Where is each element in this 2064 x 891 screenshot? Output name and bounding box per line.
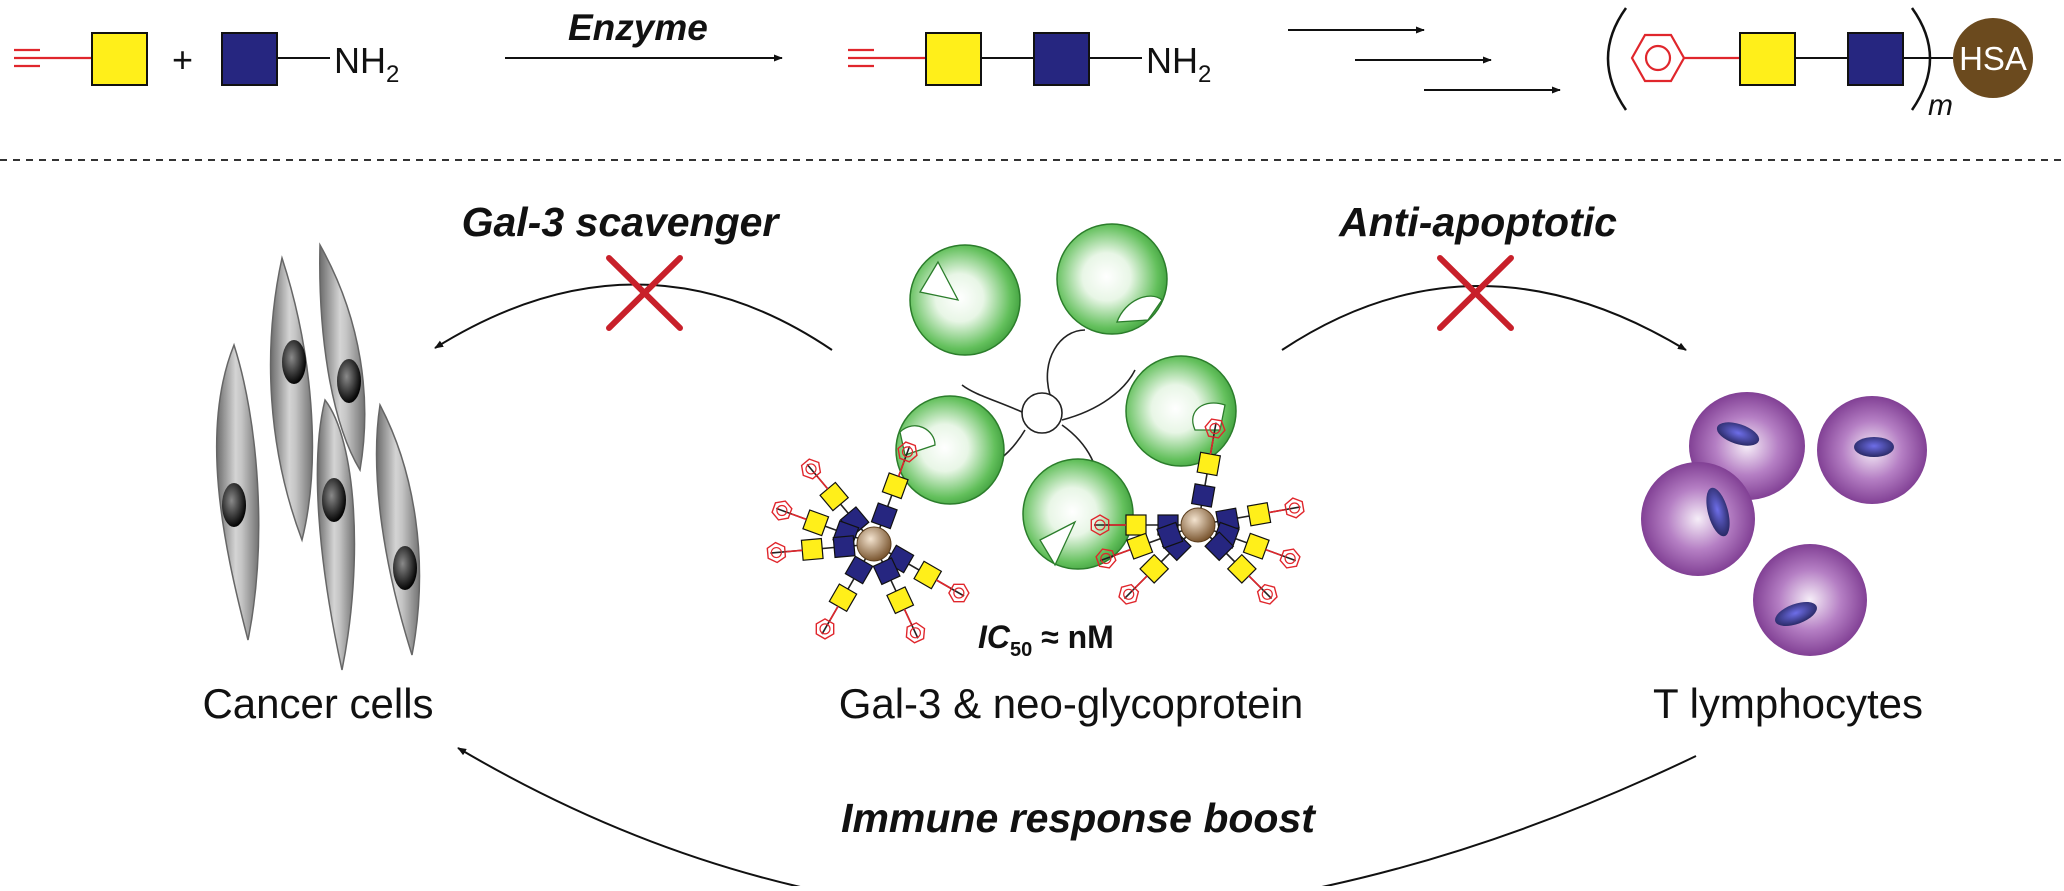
alkyne-icon xyxy=(848,48,926,68)
glcnac-square-icon xyxy=(832,535,856,559)
galactose-square-icon xyxy=(828,583,858,613)
scavenger-label: Gal-3 scavenger xyxy=(462,199,781,245)
t-lymphocytes-illustration xyxy=(1641,392,1927,656)
galactose-square-icon xyxy=(1242,532,1270,560)
galectin-domain xyxy=(909,244,1021,356)
enzyme-label: Enzyme xyxy=(568,7,708,48)
glcnac-square-icon xyxy=(872,557,901,586)
phenyl-icon xyxy=(1118,583,1140,605)
galactose-square-icon xyxy=(1226,553,1257,584)
galactose-square-icon xyxy=(819,481,850,512)
neo-glycoprotein-left xyxy=(766,441,970,644)
phenyl-icon xyxy=(800,458,822,480)
phenyl-icon xyxy=(1090,514,1110,536)
hsa-bead-icon xyxy=(1180,507,1216,543)
galectin-domain xyxy=(1056,223,1168,335)
center-label: Gal-3 & neo-glycoprotein xyxy=(839,680,1304,727)
block-cross-icon xyxy=(606,255,683,331)
glcnac-square-icon xyxy=(1847,32,1904,86)
phenyl-icon xyxy=(1630,33,1686,83)
galectin-domain xyxy=(1022,458,1134,570)
glcnac-square-icon xyxy=(1156,521,1184,549)
alkyne-icon xyxy=(14,48,92,68)
phenyl-icon xyxy=(1279,548,1301,569)
glcnac-square-icon xyxy=(221,32,278,86)
phenyl-icon xyxy=(815,618,835,640)
galectin-domain xyxy=(1125,355,1237,467)
right-parenthesis xyxy=(1910,7,1932,111)
immune-boost-arrow xyxy=(457,747,1697,891)
galactose-square-icon xyxy=(1739,32,1796,86)
anti-apoptotic-label: Anti-apoptotic xyxy=(1338,199,1617,245)
phenyl-icon xyxy=(1256,583,1278,605)
scavenger-arrow xyxy=(434,283,833,351)
phenyl-icon xyxy=(948,583,970,603)
cancer-cells-label: Cancer cells xyxy=(202,680,433,727)
phenyl-icon xyxy=(1284,497,1305,519)
glcnac-square-icon xyxy=(1204,531,1235,562)
plus-sign: + xyxy=(172,39,193,80)
galactose-square-icon xyxy=(800,537,824,561)
glcnac-square-icon xyxy=(1190,483,1216,508)
phenyl-icon xyxy=(1095,548,1117,569)
galactose-square-icon xyxy=(1246,501,1272,527)
anti-apoptotic-arrow xyxy=(1281,285,1687,351)
phenyl-icon xyxy=(766,541,787,564)
synthesis-scheme: + NH2 Enzyme NH2 m xyxy=(14,7,2033,122)
phenyl-icon xyxy=(1204,418,1226,439)
galactose-square-icon xyxy=(925,32,982,86)
cancer-cells-illustration xyxy=(215,242,421,671)
neo-glycoprotein-right xyxy=(1090,418,1305,605)
galactose-square-icon xyxy=(913,560,943,590)
galactose-square-icon xyxy=(1126,532,1154,560)
immune-boost-label: Immune response boost xyxy=(841,795,1317,841)
galactose-square-icon xyxy=(91,32,148,86)
repeat-count-label: m xyxy=(1928,89,1953,122)
amine-label: NH2 xyxy=(334,40,399,88)
galactose-square-icon xyxy=(886,586,915,615)
galactose-square-icon xyxy=(1139,553,1170,584)
phenyl-icon xyxy=(771,500,793,521)
block-cross-icon xyxy=(1437,255,1514,331)
phenyl-icon xyxy=(905,622,926,644)
glcnac-square-icon xyxy=(870,502,898,530)
ic50-label: IC50 ≈ nM xyxy=(978,619,1114,661)
galectin-3-pentamer xyxy=(895,223,1237,570)
left-parenthesis xyxy=(1606,7,1628,111)
galactose-square-icon xyxy=(1196,451,1222,477)
galactose-square-icon xyxy=(1125,514,1147,536)
glcnac-square-icon xyxy=(844,555,874,585)
hsa-protein-icon xyxy=(1953,18,2033,98)
hsa-label: HSA xyxy=(1959,40,2027,77)
hsa-bead-icon xyxy=(856,526,892,562)
t-lymphocytes-label: T lymphocytes xyxy=(1653,680,1923,727)
phenyl-icon xyxy=(897,441,918,463)
glcnac-square-icon xyxy=(1033,32,1090,86)
galactose-square-icon xyxy=(802,509,830,537)
amine-label: NH2 xyxy=(1146,40,1211,88)
